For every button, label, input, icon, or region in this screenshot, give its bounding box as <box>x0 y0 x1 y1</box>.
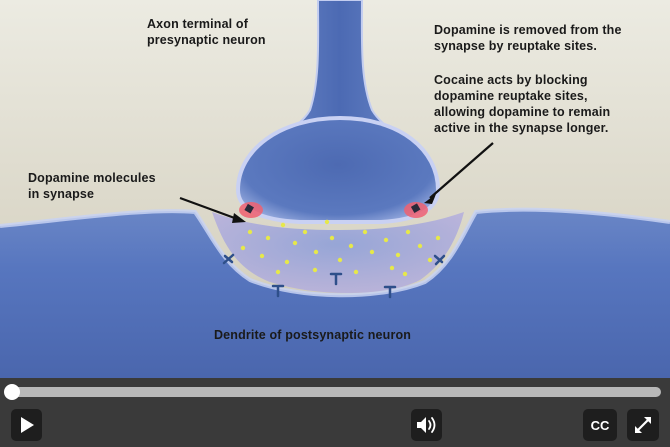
expand-icon <box>635 417 651 433</box>
play-button[interactable] <box>11 409 42 441</box>
fullscreen-button[interactable] <box>627 409 659 441</box>
label-cocaine: Cocaine acts by blocking dopamine reupta… <box>434 73 611 135</box>
label-reuptake: Dopamine is removed from the synapse by … <box>434 23 622 53</box>
axon-terminal <box>235 115 441 224</box>
dopamine-molecules <box>240 219 441 277</box>
pointer-arrows <box>179 142 494 223</box>
postsynaptic-dendrite <box>0 209 670 378</box>
cocaine-marker-right <box>410 203 421 213</box>
progress-handle[interactable] <box>4 384 20 400</box>
synapse-illustration <box>0 0 670 378</box>
label-dendrite: Dendrite of postsynaptic neuron <box>214 328 412 342</box>
receptors <box>222 253 446 299</box>
cocaine-marker-left <box>244 203 254 214</box>
play-icon <box>20 417 34 433</box>
synaptic-cleft <box>212 212 464 294</box>
label-dopamine-molecules: Dopamine molecules in synapse <box>28 171 156 201</box>
control-bar: CC <box>0 378 670 447</box>
video-frame[interactable]: Axon terminal of presynaptic neuron Dopa… <box>0 0 670 378</box>
cc-button[interactable]: CC <box>583 409 617 441</box>
speaker-icon <box>416 417 435 433</box>
label-axon-terminal: Axon terminal of presynaptic neuron <box>147 17 266 47</box>
progress-bar[interactable] <box>12 387 661 397</box>
volume-button[interactable] <box>411 409 442 441</box>
